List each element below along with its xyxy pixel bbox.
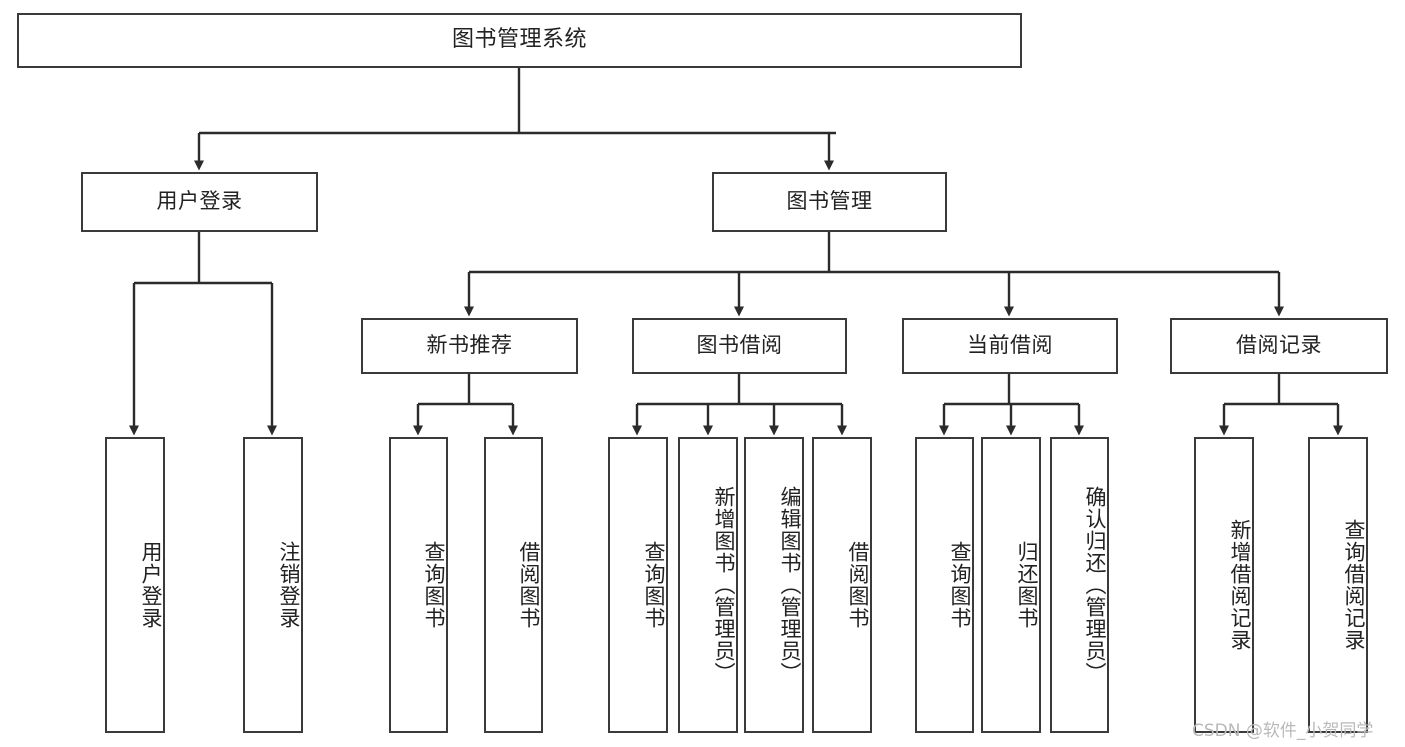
- node-label: 注销登录: [277, 541, 301, 629]
- node-label: 查询图书: [642, 541, 666, 629]
- node-label: 图书借阅: [696, 333, 783, 358]
- node-label: 借阅图书: [846, 541, 870, 629]
- node-label: 当前借阅: [967, 333, 1053, 358]
- leaf-add-record[interactable]: 新增借阅记录: [1194, 437, 1254, 733]
- node-current-borrow[interactable]: 当前借阅: [902, 318, 1118, 374]
- node-label: 新书推荐: [426, 333, 513, 358]
- leaf-query-book-2[interactable]: 查询图书: [608, 437, 668, 733]
- node-root-book-management-system[interactable]: 图书管理系统: [17, 13, 1022, 68]
- node-user-login[interactable]: 用户登录: [81, 172, 318, 232]
- node-label: 图书管理: [786, 189, 873, 214]
- node-new-book-recommend[interactable]: 新书推荐: [361, 318, 578, 374]
- node-book-borrow[interactable]: 图书借阅: [632, 318, 847, 374]
- node-label: 查询借阅记录: [1342, 519, 1366, 651]
- node-label: 归还图书: [1015, 541, 1039, 629]
- node-borrow-record[interactable]: 借阅记录: [1170, 318, 1388, 374]
- node-label: 新增图书（管理员）: [712, 486, 736, 684]
- leaf-return-book[interactable]: 归还图书: [981, 437, 1041, 733]
- watermark-text: CSDN @软件_小贺同学: [1192, 721, 1374, 741]
- leaf-query-record[interactable]: 查询借阅记录: [1308, 437, 1368, 733]
- leaf-add-book[interactable]: 新增图书（管理员）: [678, 437, 738, 733]
- leaf-borrow-book-2[interactable]: 借阅图书: [812, 437, 872, 733]
- node-label: 确认归还（管理员）: [1083, 486, 1107, 684]
- node-label: 图书管理系统: [451, 27, 587, 53]
- node-label: 借阅记录: [1236, 333, 1322, 358]
- node-book-management[interactable]: 图书管理: [712, 172, 947, 232]
- node-label: 新增借阅记录: [1228, 519, 1252, 651]
- leaf-edit-book[interactable]: 编辑图书（管理员）: [744, 437, 804, 733]
- leaf-user-logout[interactable]: 注销登录: [243, 437, 303, 733]
- leaf-confirm-return[interactable]: 确认归还（管理员）: [1050, 437, 1109, 733]
- node-label: 编辑图书（管理员）: [778, 486, 802, 684]
- node-label: 查询图书: [422, 541, 446, 629]
- node-label: 用户登录: [156, 189, 243, 214]
- node-label: 用户登录: [139, 541, 163, 629]
- node-label: 借阅图书: [517, 541, 541, 629]
- leaf-query-book-3[interactable]: 查询图书: [915, 437, 974, 733]
- node-label: 查询图书: [948, 541, 972, 629]
- leaf-borrow-book-1[interactable]: 借阅图书: [484, 437, 543, 733]
- leaf-query-book-1[interactable]: 查询图书: [389, 437, 448, 733]
- leaf-user-login[interactable]: 用户登录: [105, 437, 165, 733]
